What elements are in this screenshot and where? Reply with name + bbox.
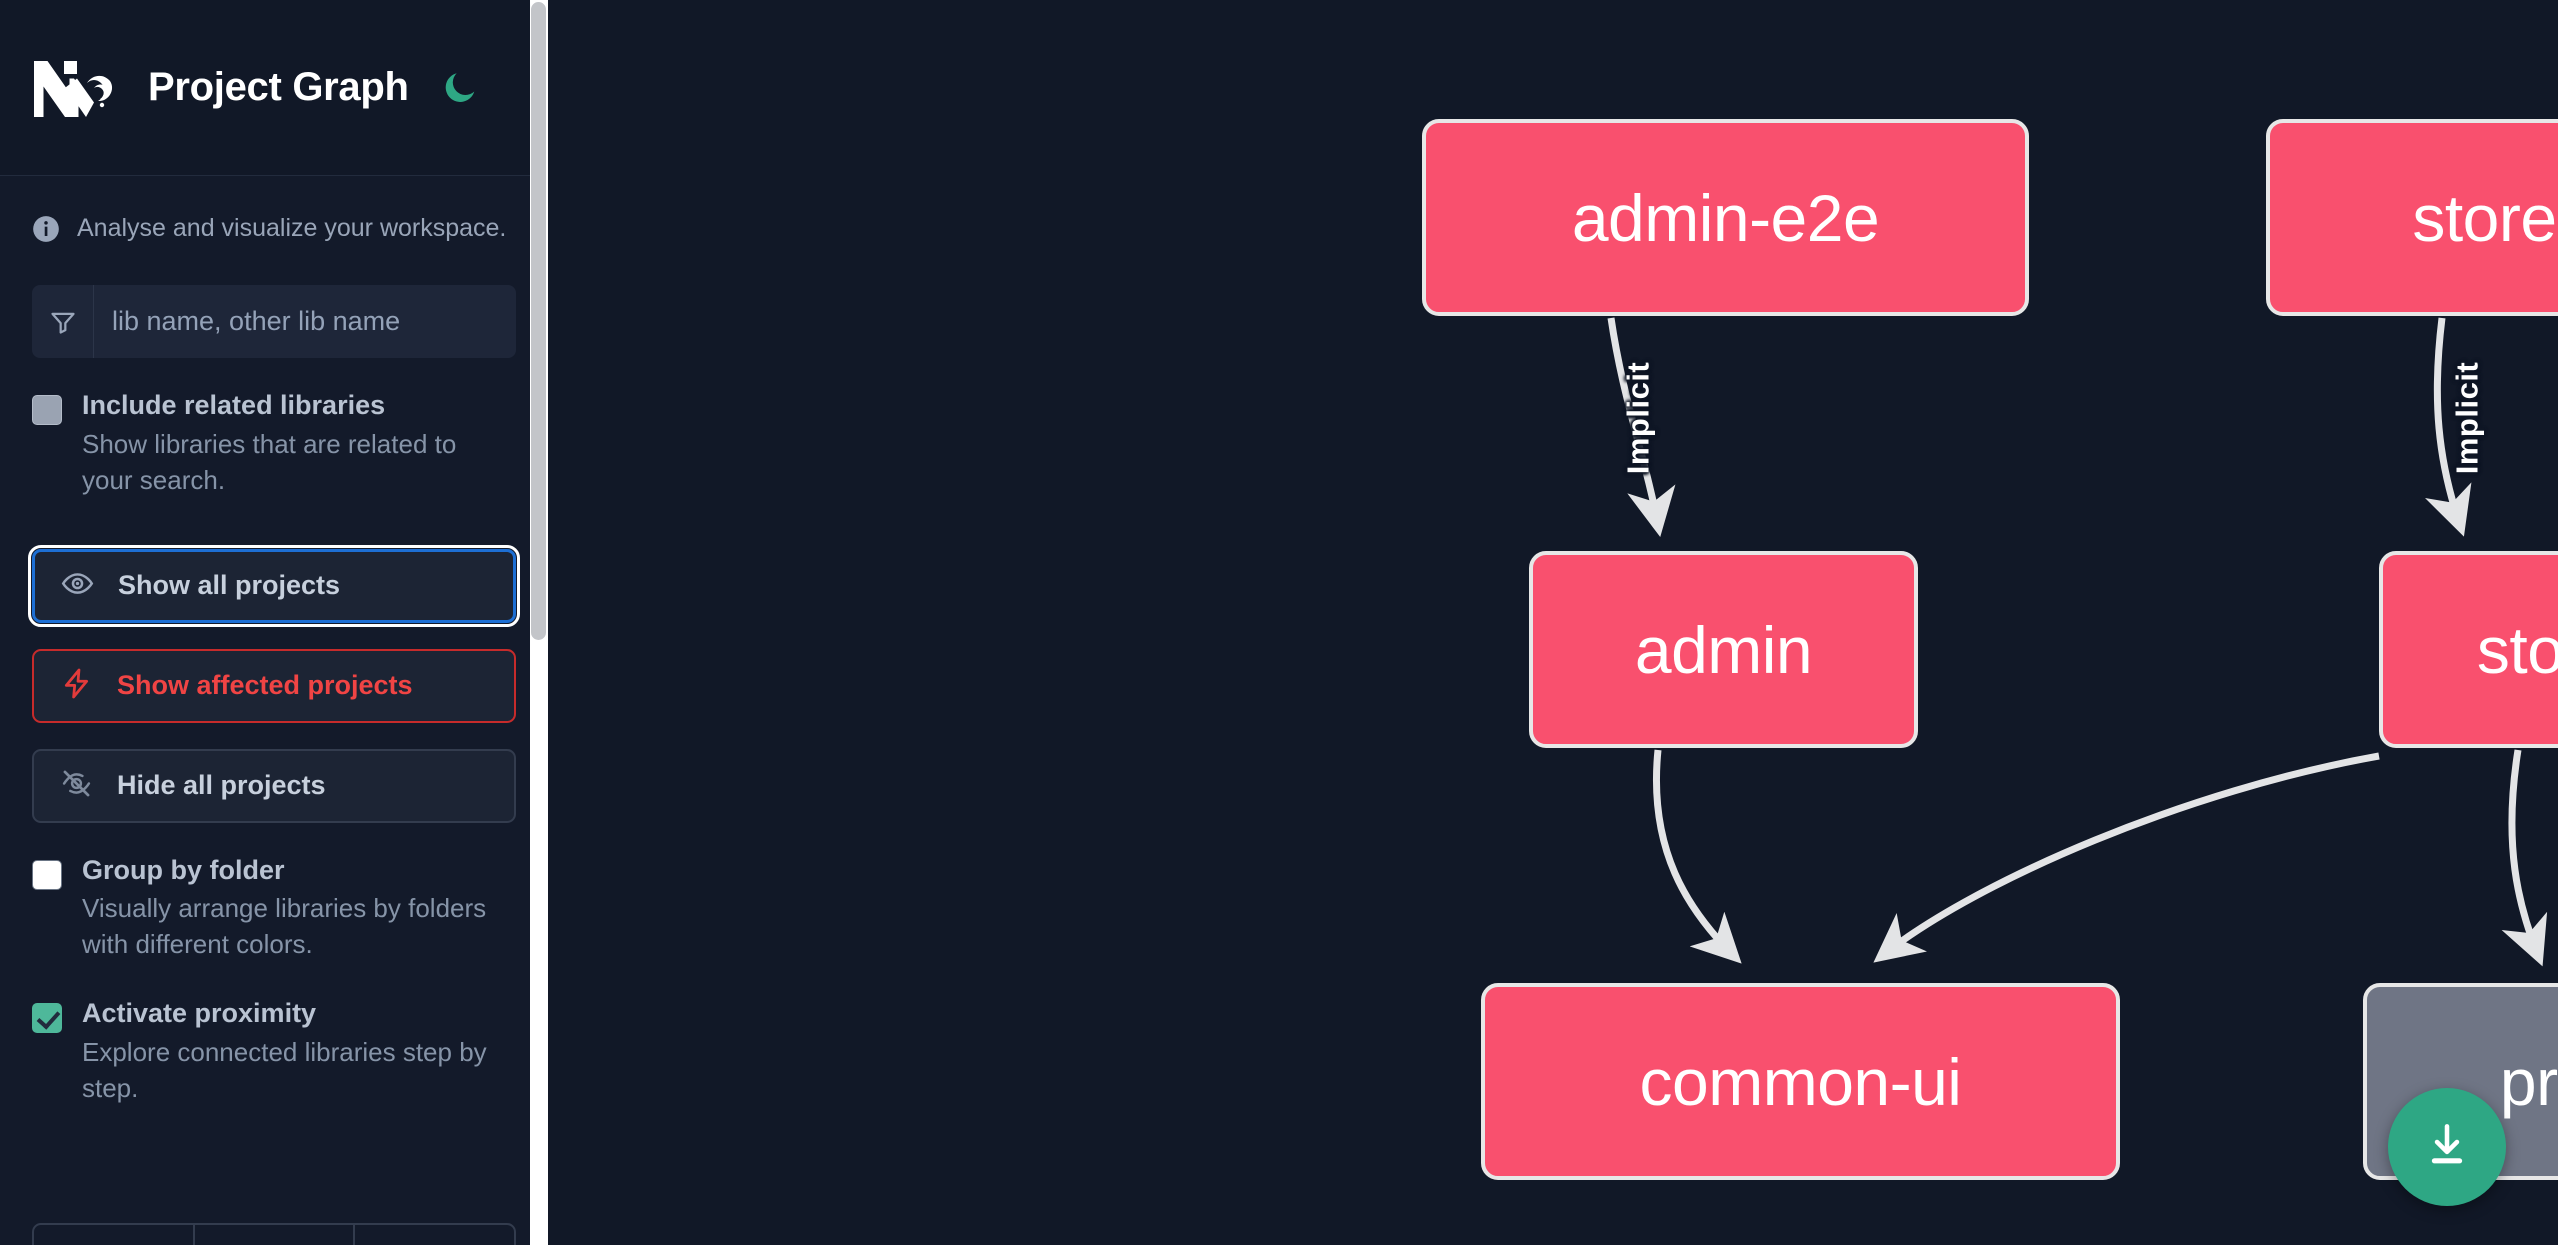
option-activate-proximity[interactable]: Activate proximity Explore connected lib… bbox=[32, 997, 516, 1107]
option-description: Show libraries that are related to your … bbox=[82, 428, 457, 495]
info-text: Analyse and visualize your workspace. bbox=[77, 214, 507, 242]
option-group-by-folder[interactable]: Group by folder Visually arrange librari… bbox=[32, 854, 516, 964]
show-all-projects-label: Show all projects bbox=[118, 570, 341, 600]
graph-node-store[interactable]: store bbox=[2379, 551, 2558, 748]
sidebar-header: Project Graph bbox=[0, 0, 548, 176]
option-description: Explore connected libraries step by step… bbox=[82, 1036, 487, 1103]
option-description: Visually arrange libraries by folders wi… bbox=[82, 893, 487, 960]
funnel-icon bbox=[32, 285, 94, 358]
hide-all-projects-label: Hide all projects bbox=[117, 770, 326, 800]
option-text-block: Group by folder Visually arrange librari… bbox=[82, 854, 516, 964]
graph-node-admin[interactable]: admin bbox=[1529, 551, 1918, 748]
edge-store-products bbox=[2501, 749, 2548, 967]
graph-node-admin-e2e[interactable]: admin-e2e bbox=[1422, 119, 2029, 316]
graph-node-store-e2e[interactable]: store-e2e bbox=[2266, 119, 2558, 316]
proximity-step-segmented-control[interactable] bbox=[32, 1223, 516, 1245]
graph-node-common-ui[interactable]: common-ui bbox=[1481, 983, 2120, 1180]
segment-3[interactable] bbox=[355, 1225, 514, 1245]
option-text-block: Activate proximity Explore connected lib… bbox=[82, 997, 516, 1107]
page-title: Project Graph bbox=[148, 65, 409, 109]
moon-icon[interactable] bbox=[439, 67, 481, 109]
graph-edges bbox=[1607, 317, 2548, 967]
segment-1[interactable] bbox=[34, 1225, 195, 1245]
search-input[interactable] bbox=[94, 285, 516, 358]
graph-canvas[interactable]: Implicit Implicit admin-e2e store-e2e ad… bbox=[548, 0, 2558, 1245]
checkbox-group-by-folder[interactable] bbox=[32, 859, 62, 890]
info-circle-icon bbox=[32, 215, 60, 243]
eye-slash-icon bbox=[60, 767, 93, 805]
hide-all-projects-button[interactable]: Hide all projects bbox=[32, 748, 516, 823]
download-icon bbox=[2421, 1119, 2473, 1176]
checkbox-activate-proximity[interactable] bbox=[32, 1003, 62, 1033]
option-label: Include related libraries bbox=[82, 390, 386, 420]
edge-admin-e2e-admin bbox=[1607, 317, 1676, 538]
lightning-bolt-icon bbox=[60, 667, 93, 705]
option-label: Group by folder bbox=[82, 854, 285, 885]
sidebar: Project Graph Analyse and visualize your… bbox=[0, 0, 548, 1245]
show-all-projects-button[interactable]: Show all projects bbox=[28, 544, 520, 627]
edge-store-e2e-store bbox=[2425, 317, 2472, 537]
sidebar-body: Analyse and visualize your workspace. In… bbox=[0, 176, 548, 1107]
info-row: Analyse and visualize your workspace. bbox=[32, 176, 516, 243]
sidebar-scrollbar-thumb[interactable] bbox=[531, 2, 546, 640]
option-text-block: Include related libraries Show libraries… bbox=[82, 389, 516, 499]
option-include-related-libraries[interactable]: Include related libraries Show libraries… bbox=[32, 389, 516, 499]
show-affected-projects-button[interactable]: Show affected projects bbox=[32, 648, 516, 723]
eye-icon bbox=[61, 567, 94, 605]
sidebar-scrollbar[interactable] bbox=[530, 0, 548, 1245]
checkbox-include-related-libraries[interactable] bbox=[32, 395, 62, 425]
filter-field[interactable] bbox=[32, 285, 516, 358]
nx-logo bbox=[32, 57, 124, 119]
show-affected-projects-label: Show affected projects bbox=[117, 670, 413, 700]
edge-admin-common-ui bbox=[1653, 749, 1742, 964]
download-graph-button[interactable] bbox=[2388, 1088, 2506, 1206]
option-label: Activate proximity bbox=[82, 998, 317, 1028]
edge-store-common-ui bbox=[1873, 752, 2380, 963]
projects-button-group: Show all projects Show affected projects bbox=[28, 544, 520, 823]
segment-2[interactable] bbox=[195, 1225, 356, 1245]
